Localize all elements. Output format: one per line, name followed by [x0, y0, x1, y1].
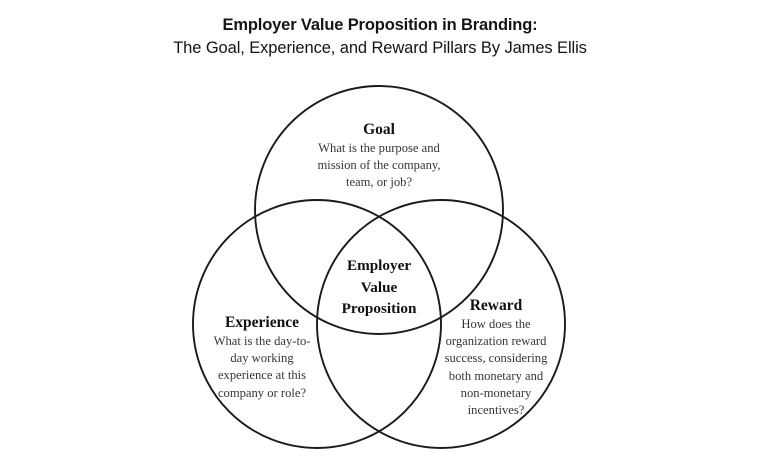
venn-body-goal-line-1: What is the purpose and: [318, 141, 440, 155]
venn-body-reward-line-3: success, considering: [444, 351, 548, 366]
venn-circle-goal: [254, 85, 504, 335]
title-line-secondary: The Goal, Experience, and Reward Pillars…: [173, 39, 587, 57]
venn-body-reward-line-4: both monetary and: [448, 368, 544, 383]
venn-body-experience-line-3: experience at this: [217, 368, 307, 383]
venn-circle-reward: [316, 199, 566, 449]
venn-heading-experience: Experience: [224, 314, 300, 331]
venn-body-experience-line-2: day working: [230, 351, 294, 366]
venn-label-reward: Reward How does the organization reward …: [406, 296, 586, 419]
venn-intersection-line-3: Proposition: [341, 300, 417, 317]
venn-body-reward: How does the organization reward success…: [406, 316, 586, 419]
venn-body-reward-line-6: incentives?: [467, 403, 525, 418]
title-line-primary: Employer Value Proposition in Branding:: [222, 16, 538, 34]
venn-body-goal: What is the purpose and mission of the c…: [279, 140, 479, 192]
venn-label-intersection: Employer Value Proposition: [319, 255, 439, 320]
venn-label-experience: Experience What is the day-to- day worki…: [172, 313, 352, 402]
venn-body-experience-line-1: What is the day-to-: [213, 334, 311, 348]
venn-body-experience: What is the day-to- day working experien…: [172, 333, 352, 402]
venn-circle-experience: [192, 199, 442, 449]
venn-heading-reward: Reward: [469, 297, 523, 314]
venn-heading-goal: Goal: [363, 121, 395, 138]
venn-intersection-line-2: Value: [360, 278, 398, 296]
venn-intersection-line-1: Employer: [346, 257, 412, 274]
venn-label-goal: Goal What is the purpose and mission of …: [279, 120, 479, 192]
venn-body-goal-line-3: team, or job?: [345, 175, 413, 190]
page-title: Employer Value Proposition in Branding: …: [0, 14, 760, 60]
venn-body-reward-line-1: How does the: [461, 317, 531, 331]
venn-body-reward-line-5: non-monetary: [460, 385, 532, 400]
venn-body-reward-line-2: organization reward: [445, 334, 547, 349]
venn-body-goal-line-2: mission of the company,: [317, 158, 441, 173]
venn-body-experience-line-4: company or role?: [217, 385, 307, 400]
